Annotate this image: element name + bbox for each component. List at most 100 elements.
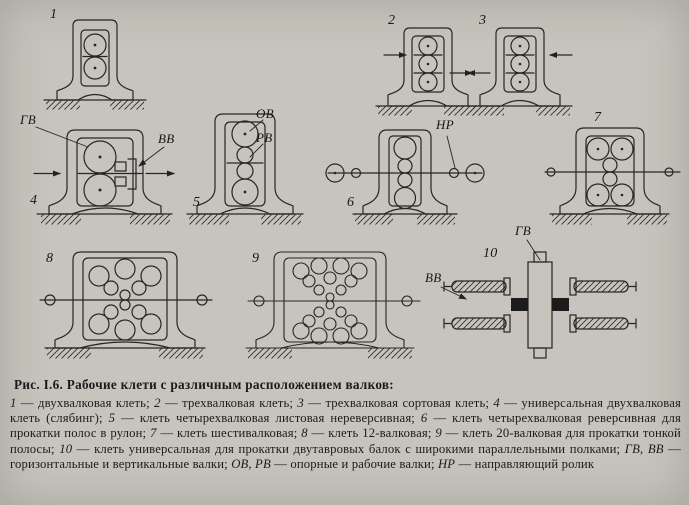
housing-window [388, 135, 422, 207]
coiler [465, 163, 485, 183]
roll [83, 33, 107, 57]
ground-hatch [261, 214, 301, 225]
roll-center [426, 62, 430, 66]
roll-center [243, 190, 247, 194]
stand-4-universal-two-high [33, 126, 175, 225]
diagram-number-9: 9 [252, 251, 260, 266]
housing [387, 27, 469, 107]
roll-center [93, 66, 97, 70]
beam-flange [573, 317, 629, 330]
roll-center [333, 171, 337, 175]
roll-center [518, 62, 522, 66]
work-roll [397, 158, 413, 174]
guide-roller [350, 167, 362, 179]
ground-hatch [189, 214, 229, 225]
backup-roll [88, 313, 110, 335]
roll-center [98, 155, 102, 159]
intermediate-roll [302, 274, 316, 288]
backup-roll [393, 136, 417, 160]
horizontal-roll [83, 140, 117, 174]
label-vv-stand-4: ВВ [158, 131, 175, 146]
housing [479, 27, 561, 107]
beam-web [552, 298, 569, 311]
rolling-stands-diagram [33, 19, 681, 359]
guide-roller [664, 167, 674, 177]
intermediate-roll [335, 284, 347, 296]
leader-nr [446, 135, 456, 169]
ground-hatch [470, 106, 504, 116]
backup-roll [114, 319, 136, 341]
stand-6-four-high-reversing [325, 129, 485, 225]
roll [83, 56, 107, 80]
housing [54, 251, 196, 349]
work-roll [119, 299, 131, 311]
leader-ov [249, 119, 264, 132]
leader-gv [526, 239, 541, 261]
work-roll [602, 171, 618, 187]
backup-roll [586, 183, 610, 207]
guide-roller [253, 295, 265, 307]
ground-hatch [444, 106, 478, 116]
stand-9-twenty-roll [245, 251, 421, 359]
ground-hatch [47, 348, 91, 359]
housing [559, 127, 661, 215]
roll-center [596, 147, 600, 151]
guide-roller [546, 167, 556, 177]
housing-window [503, 35, 537, 93]
ground-hatch [248, 348, 292, 359]
roll-center [426, 80, 430, 84]
ground-hatch [627, 214, 667, 225]
backup-roll [310, 257, 328, 275]
roll-shaft [533, 251, 547, 263]
beam-web [511, 298, 528, 311]
housing-window [411, 35, 445, 93]
intermediate-roll [335, 306, 347, 318]
diagram-number-8: 8 [46, 251, 54, 266]
ground-hatch [355, 214, 393, 225]
intermediate-roll [131, 304, 147, 320]
figure-caption: Рис. I.6. Рабочие клети с различным расп… [10, 377, 681, 472]
ground-hatch [552, 214, 592, 225]
beam-flange [451, 280, 507, 293]
label-vv-stand-10: ВВ [425, 270, 442, 285]
housing-window [283, 257, 377, 343]
backup-roll [292, 322, 310, 340]
work-roll [325, 292, 335, 302]
ground-hatch [368, 348, 412, 359]
intermediate-roll [344, 314, 358, 328]
work-roll [325, 300, 335, 310]
ground-hatch [110, 100, 144, 110]
housing-window [224, 121, 266, 207]
backup-roll [231, 178, 259, 206]
horizontal-roll-barrel [527, 261, 553, 349]
vertical-roll-chock [503, 277, 511, 296]
backup-roll [140, 313, 162, 335]
vertical-roll-chock [569, 277, 577, 296]
housing-window [76, 137, 134, 207]
diagram-number-1: 1 [50, 7, 58, 22]
work-roll [236, 146, 254, 164]
intermediate-roll [313, 284, 325, 296]
vertical-roll [114, 176, 127, 187]
work-roll [119, 289, 131, 301]
backup-roll [586, 137, 610, 161]
housing-window [585, 135, 635, 207]
leader-vv [440, 286, 467, 300]
guide-roller [196, 294, 208, 306]
housing [48, 129, 162, 215]
guide-roller [448, 167, 460, 179]
stand-10-universal-beam [440, 239, 637, 359]
intermediate-roll [131, 280, 147, 296]
label-gv-stand-4: ГВ [20, 112, 36, 127]
label-nr-stand-6: НР [436, 117, 454, 132]
backup-roll [350, 262, 368, 280]
ground-hatch [130, 214, 170, 225]
diagram-number-7: 7 [594, 110, 602, 125]
roll-center [620, 193, 624, 197]
ground-hatch [46, 100, 80, 110]
diagram-number-4: 4 [30, 193, 38, 208]
vertical-roll-chock [569, 314, 577, 333]
label-rv-stand-5: РВ [256, 130, 273, 145]
housing-window [80, 29, 110, 87]
ground-hatch [417, 214, 455, 225]
